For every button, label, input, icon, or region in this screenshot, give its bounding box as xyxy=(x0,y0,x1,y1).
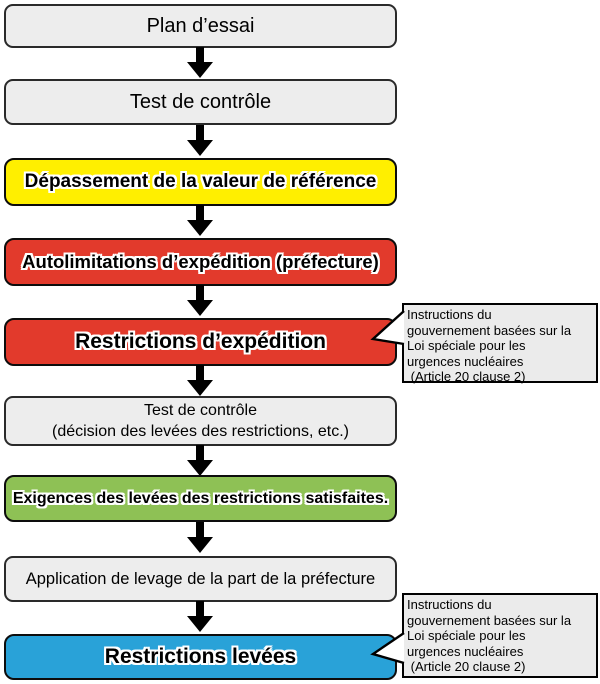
arrow-down-icon xyxy=(187,205,213,236)
arrow-down-icon xyxy=(187,365,213,396)
flow-step-depassement-valeur-reference: Dépassement de la valeur de référence xyxy=(4,158,397,206)
annotation-line: Loi spéciale pour les xyxy=(407,628,526,644)
flow-step-exigences-levees-satisfaites: Exigences des levées des restrictions sa… xyxy=(4,475,397,522)
flow-step-restrictions-levees: Restrictions levées xyxy=(4,634,397,680)
annotation-line: Instructions du xyxy=(407,307,492,322)
flow-step-test-controle: Test de contrôle xyxy=(4,79,397,125)
arrow-down-icon xyxy=(187,47,213,78)
annotation-line: Loi spéciale pour les xyxy=(407,338,526,354)
flow-step-autolimitations-expedition: Autolimitations d’expédition (préfecture… xyxy=(4,238,397,286)
arrow-down-icon xyxy=(187,125,213,156)
flow-step-plan-essai: Plan d’essai xyxy=(4,4,397,48)
annotation-instructions-gouvernement-2: Instructions du gouvernement basées sur … xyxy=(402,593,598,678)
flow-step-line2: (décision des levées des restrictions, e… xyxy=(51,423,349,440)
arrow-down-icon xyxy=(187,601,213,632)
annotation-line: Instructions du xyxy=(407,597,492,612)
annotation-line: urgences nucléaires xyxy=(407,643,524,659)
arrow-down-icon xyxy=(187,522,213,553)
flow-step-restrictions-expedition: Restrictions d’expédition xyxy=(4,318,397,366)
annotation-line: urgences nucléaires xyxy=(407,353,524,369)
arrow-down-icon xyxy=(187,285,213,316)
flow-step-test-controle-levees: Test de contrôle (décision des levées de… xyxy=(4,396,397,446)
annotation-instructions-gouvernement-1: Instructions du gouvernement basées sur … xyxy=(402,303,598,385)
arrow-down-icon xyxy=(187,445,213,476)
annotation-line: gouvernement basées sur la xyxy=(407,322,572,338)
annotation-line: (Article 20 clause 2) xyxy=(407,369,526,385)
annotation-line: gouvernement basées sur la xyxy=(407,612,572,628)
annotation-line: (Article 20 clause 2) xyxy=(407,659,526,675)
flow-step-application-levage-prefecture: Application de levage de la part de la p… xyxy=(4,556,397,602)
callout-pointer-icon xyxy=(370,310,405,346)
flow-step-line1: Test de contrôle xyxy=(144,401,257,419)
callout-pointer-icon xyxy=(370,632,405,665)
